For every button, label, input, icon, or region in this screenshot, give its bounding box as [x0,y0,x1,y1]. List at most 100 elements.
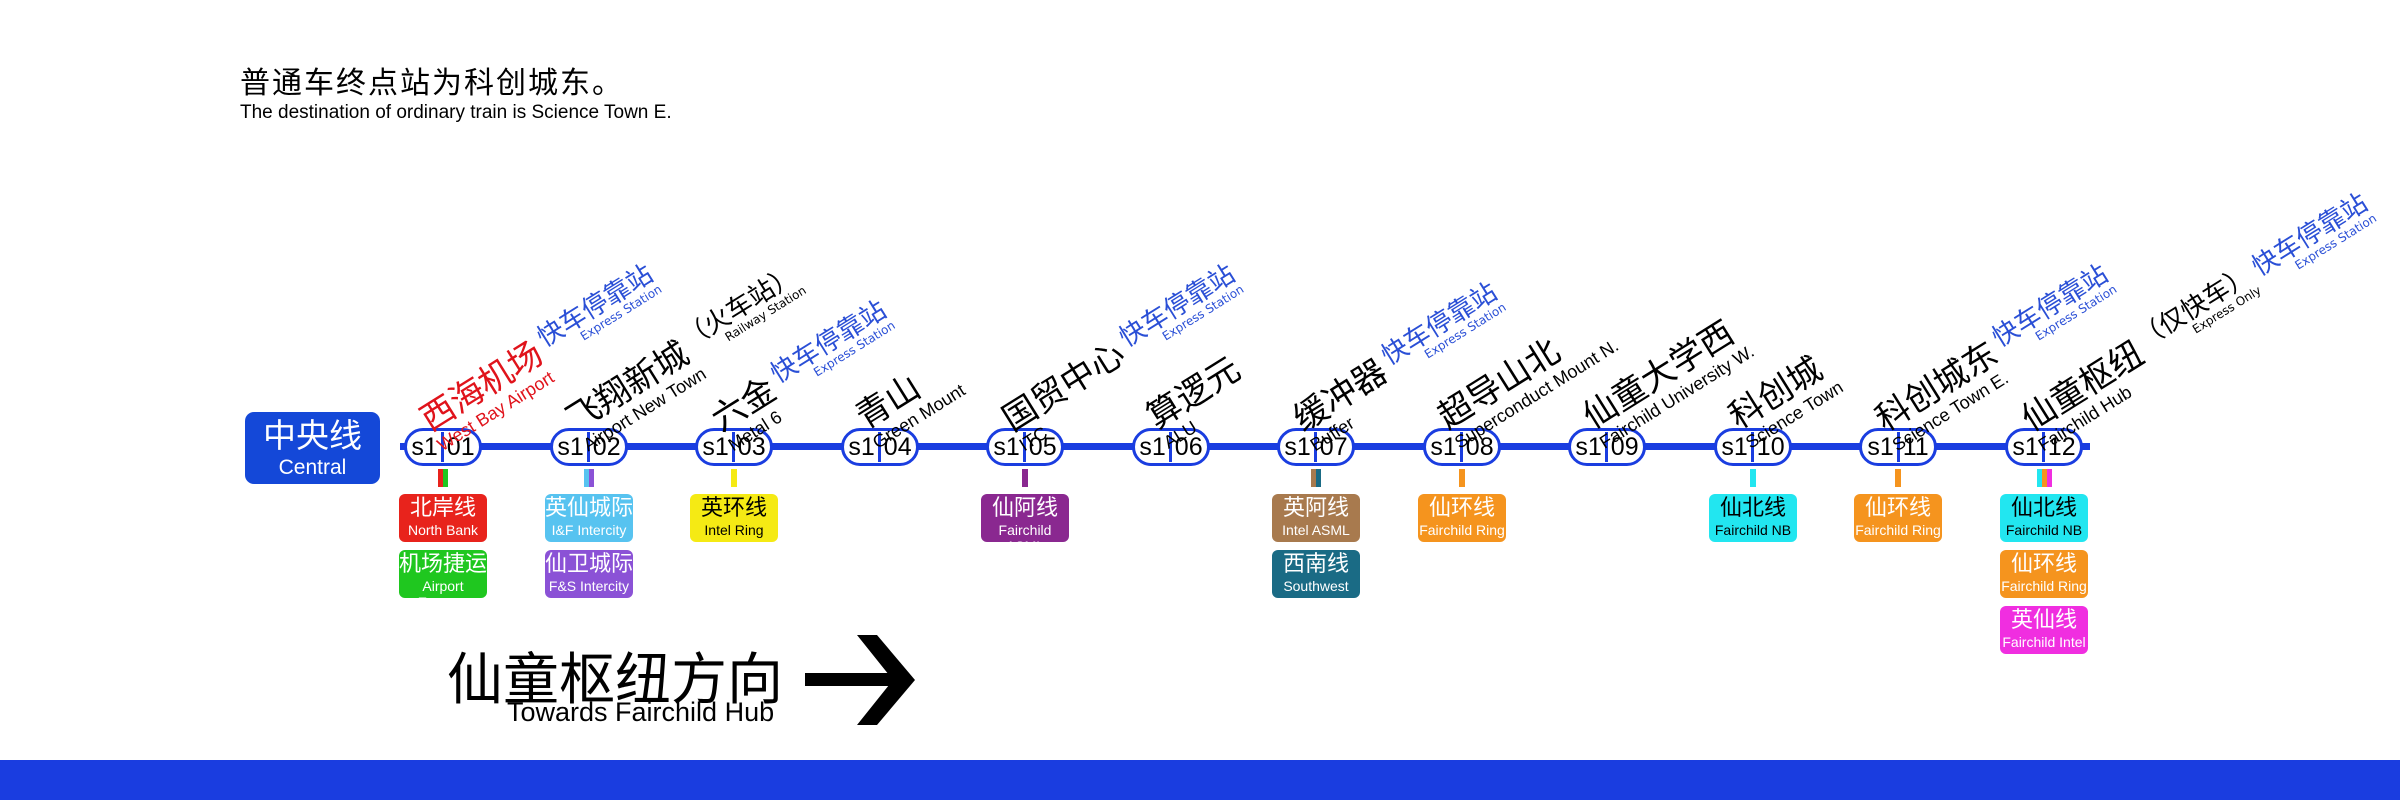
code-divider [1750,432,1754,462]
code-divider [1459,432,1463,462]
line-name-zh: 中央线 [263,416,362,455]
transfer-line-en: Fairchild NB [2005,522,2083,538]
direction-zh: 仙童枢纽方向 [447,648,783,713]
transfer-line-zh: 仙环线 [1428,496,1495,521]
transfer-connector-stripe [1750,469,1756,487]
transfer-connector-stripe [443,469,448,487]
transfer-line-zh: 英阿线 [1282,496,1349,521]
code-divider [731,432,735,462]
transfer-connector [584,469,594,487]
station-code-prefix: s1 [557,432,584,461]
transfer-line-en: F&S Intercity [548,578,630,594]
transfer-line-zh: 英仙线 [2010,608,2077,633]
transfer-connector [1459,469,1465,487]
transfer-connector [2036,469,2052,487]
transfer-line-en: Fairchild Ring [1855,522,1941,538]
direction-en: Towards Fairchild Hub [507,697,775,727]
station-name-zh: 国贸中心 [995,333,1133,440]
transfer-line-zh: 仙北线 [1719,496,1786,521]
station-code-number: 06 [1174,432,1203,461]
transfer-line-zh: 仙环线 [1864,496,1931,521]
code-divider [1896,432,1900,462]
station-code-s112: s1 12 [2005,428,2083,466]
code-divider [877,432,881,462]
transfer-line-en: Intel Ring [704,522,764,538]
code-divider [440,432,444,462]
transfer-connector-stripe [589,469,594,487]
transfer-line-en: Fairchild Ring [1419,522,1505,538]
transfer-connector-stripe [1459,469,1465,487]
transfer-connector [1750,469,1756,487]
transfer-line-zh: 西南线 [1282,552,1349,577]
code-divider [1022,432,1026,462]
transfer-connector-stripe [2036,469,2042,487]
footer-bar [0,760,2400,800]
station-code-prefix: s1 [702,432,729,461]
station-code-number: 10 [1756,432,1785,461]
station-code-s109: s1 09 [1568,428,1646,466]
transfer-line-zh: 仙阿线 [991,496,1058,521]
transfer-connector-stripe [1022,469,1028,487]
transfer-line-en: Southwest [1283,578,1349,594]
code-divider [1313,432,1317,462]
transfer-connector-stripe [2046,469,2052,487]
transfer-line-en: North Bank [407,522,479,538]
transfer-connector-stripe [438,469,443,487]
transfer-line-zh: 北岸线 [409,496,476,521]
line-name-en: Central [278,456,347,479]
transfer-connector [438,469,448,487]
station-code-number: 03 [737,432,766,461]
station-code-prefix: s1 [2012,432,2039,461]
transfer-connector-stripe [584,469,589,487]
code-divider [2041,432,2045,462]
station-code-number: 05 [1028,432,1057,461]
transfer-line-zh: 英环线 [700,496,767,521]
line-badge: 中央线 Central [245,412,380,484]
station-note: （仅快车）Express Only [2132,260,2264,364]
station-code-prefix: s1 [1139,432,1166,461]
transfer-line-zh: 机场捷运 [399,552,488,577]
station-code-prefix: s1 [1575,432,1602,461]
transfer-line-en: Fairchild ASML [998,522,1052,554]
transfer-line-en: Fairchild Ring [2001,578,2087,594]
transfer-connector [1895,469,1901,487]
transfer-line-zh: 仙卫城际 [545,552,634,577]
transfer-connector-stripe [1311,469,1316,487]
station-code-number: 04 [883,432,912,461]
transfer-line-en: Intel ASML [1282,522,1350,538]
station-code-number: 12 [2047,432,2076,461]
station-code-number: 11 [1902,432,1929,461]
arrow-right-icon [805,635,915,725]
station-code-number: 08 [1465,432,1494,461]
transfer-line-zh: 英仙城际 [545,496,634,521]
station-code-prefix: s1 [411,432,438,461]
transfer-connector [731,469,737,487]
code-divider [1168,432,1172,462]
transfer-line-en: Fairchild NB [1714,522,1792,538]
transfer-connector-stripe [1895,469,1901,487]
station-code-prefix: s1 [1867,432,1894,461]
line-track [400,443,2090,450]
station-code-number: 09 [1610,432,1639,461]
